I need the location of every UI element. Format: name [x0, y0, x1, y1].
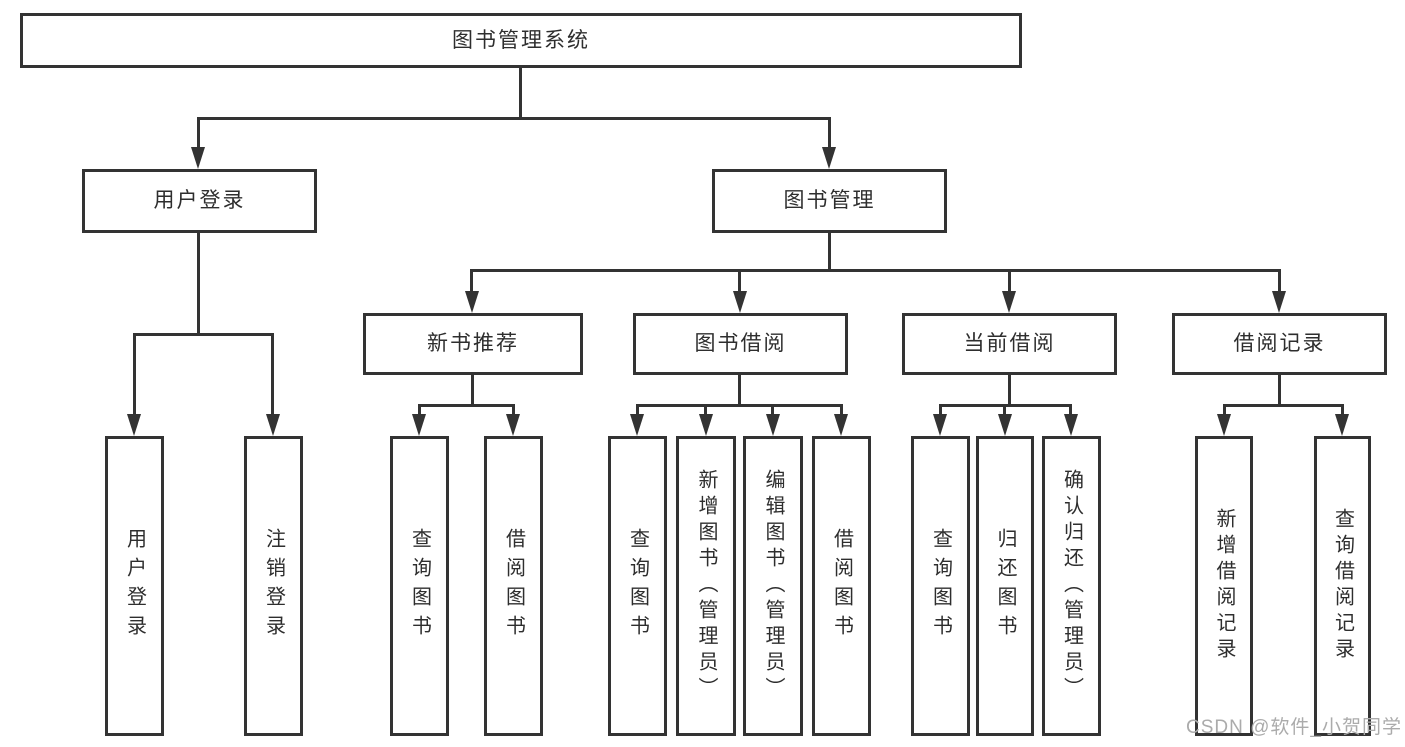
connector-vline	[840, 404, 843, 417]
connector-vline	[771, 404, 774, 417]
arrow-down-icon	[933, 414, 947, 436]
leaf-bb-add-book-admin: 新增图书（管理员）	[676, 436, 736, 736]
connector-vline	[939, 404, 942, 417]
connector-vline	[271, 333, 274, 417]
arrow-down-icon	[191, 147, 205, 169]
arrow-down-icon	[1272, 291, 1286, 313]
connector-vline	[418, 404, 421, 417]
leaf-bb-borrow-book: 借阅图书	[812, 436, 871, 736]
arrow-down-icon	[766, 414, 780, 436]
node-book-borrow: 图书借阅	[633, 313, 848, 375]
arrow-down-icon	[1002, 291, 1016, 313]
arrow-down-icon	[412, 414, 426, 436]
leaf-rec-borrow-book: 借阅图书	[484, 436, 543, 736]
connector-vline	[636, 404, 639, 417]
arrow-down-icon	[266, 414, 280, 436]
connector-vline	[1069, 404, 1072, 417]
connector-vline	[519, 68, 522, 118]
connector-vline	[471, 375, 474, 406]
connector-hline	[636, 404, 842, 407]
connector-vline	[197, 233, 200, 335]
connector-vline	[1008, 269, 1011, 293]
leaf-bb-edit-book-admin: 编辑图书（管理员）	[743, 436, 803, 736]
connector-vline	[704, 404, 707, 417]
connector-vline	[1278, 375, 1281, 406]
connector-vline	[828, 117, 831, 150]
connector-vline	[1008, 375, 1011, 406]
csdn-watermark: CSDN @软件_小贺同学	[1186, 717, 1402, 738]
connector-vline	[133, 333, 136, 417]
connector-vline	[738, 375, 741, 406]
arrow-down-icon	[834, 414, 848, 436]
arrow-down-icon	[733, 291, 747, 313]
leaf-br-add-record: 新增借阅记录	[1195, 436, 1253, 736]
arrow-down-icon	[465, 291, 479, 313]
connector-vline	[828, 233, 831, 272]
leaf-logout: 注销登录	[244, 436, 303, 736]
leaf-rec-query-book: 查询图书	[390, 436, 449, 736]
connector-vline	[470, 269, 473, 293]
node-new-book-recommend: 新书推荐	[363, 313, 583, 375]
connector-hline	[197, 117, 831, 120]
arrow-down-icon	[998, 414, 1012, 436]
connector-vline	[1003, 404, 1006, 417]
node-borrow-records: 借阅记录	[1172, 313, 1387, 375]
connector-hline	[1223, 404, 1344, 407]
connector-hline	[418, 404, 515, 407]
leaf-bb-query-book: 查询图书	[608, 436, 667, 736]
connector-vline	[738, 269, 741, 293]
connector-vline	[1223, 404, 1226, 417]
arrow-down-icon	[1217, 414, 1231, 436]
leaf-cb-query-book: 查询图书	[911, 436, 970, 736]
arrow-down-icon	[822, 147, 836, 169]
connector-hline	[470, 269, 1281, 272]
arrow-down-icon	[127, 414, 141, 436]
node-root: 图书管理系统	[20, 13, 1022, 68]
arrow-down-icon	[506, 414, 520, 436]
connector-hline	[133, 333, 274, 336]
arrow-down-icon	[699, 414, 713, 436]
leaf-user-login: 用户登录	[105, 436, 164, 736]
connector-vline	[197, 117, 200, 150]
arrow-down-icon	[1064, 414, 1078, 436]
connector-vline	[1278, 269, 1281, 293]
leaf-br-query-record: 查询借阅记录	[1314, 436, 1371, 736]
arrow-down-icon	[630, 414, 644, 436]
node-user-login: 用户登录	[82, 169, 317, 233]
node-book-management: 图书管理	[712, 169, 947, 233]
connector-vline	[1341, 404, 1344, 417]
leaf-cb-confirm-return-admin: 确认归还（管理员）	[1042, 436, 1101, 736]
arrow-down-icon	[1335, 414, 1349, 436]
node-current-borrow: 当前借阅	[902, 313, 1117, 375]
leaf-cb-return-book: 归还图书	[976, 436, 1034, 736]
connector-vline	[512, 404, 515, 417]
